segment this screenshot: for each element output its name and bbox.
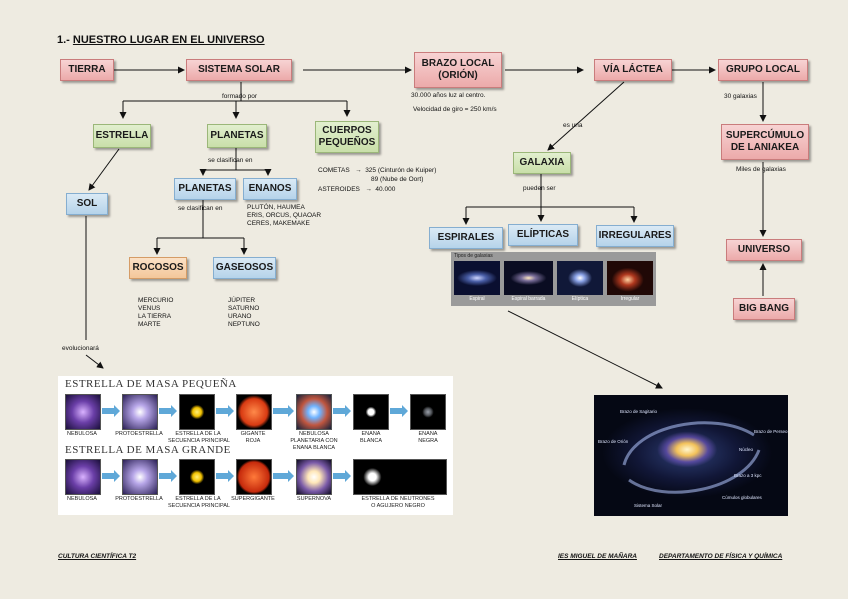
- node-espirales: ESPIRALES: [429, 227, 503, 249]
- large-stage-label-2: ESTRELLA DE LA SECUENCIA PRINCIPAL: [168, 496, 230, 509]
- stage-nebula-image: [65, 394, 101, 430]
- node-elipticas: ELÍPTICAS: [508, 224, 578, 246]
- stage-nebula-large-image: [65, 459, 101, 495]
- title-number: 1.-: [57, 34, 70, 46]
- stage-main-sequence-large-image: [179, 459, 215, 495]
- label-asteroides: ASTEROIDES → 40.000: [318, 186, 396, 193]
- mw-label-2: Brazo de Perseo: [754, 429, 788, 434]
- node-sol: SOL: [66, 193, 108, 215]
- stellar-evolution-panel: ESTRELLA DE MASA PEQUEÑA ESTRELLA DE MAS…: [58, 376, 453, 515]
- node-estrella: ESTRELLA: [93, 124, 151, 148]
- footer-middle: IES MIGUEL DE MAÑARA: [558, 553, 637, 560]
- stage-arrows: [102, 405, 408, 482]
- node-planetas: PLANETAS: [207, 124, 267, 148]
- milky-way-arms: [622, 421, 761, 494]
- mw-label-4: Brazo a 3 kpc: [734, 473, 762, 478]
- small-stage-label-6: ENANA NEGRA: [418, 431, 438, 444]
- galaxy-types-image: Tipos de galaxias Espiral Espiral barrad…: [451, 252, 656, 306]
- label-es-una: es una: [563, 122, 583, 129]
- node-gaseosos: GASEOSOS: [213, 257, 276, 279]
- mw-label-3: Núcleo: [739, 447, 754, 452]
- title-text: NUESTRO LUGAR EN EL UNIVERSO: [72, 34, 265, 46]
- spiral-galaxy-image: [454, 261, 500, 295]
- node-galaxia: GALAXIA: [513, 152, 571, 174]
- label-se-clasifican-1: se clasifican en: [208, 157, 253, 164]
- stage-red-giant-image: [236, 394, 272, 430]
- label-laniakea-info: Miles de galaxias: [736, 166, 786, 173]
- node-big-bang: BIG BANG: [733, 298, 795, 320]
- small-mass-title: ESTRELLA DE MASA PEQUEÑA: [65, 378, 237, 390]
- galaxy-type-label-1: Espiral barrada: [511, 296, 546, 302]
- stage-protostar-image: [122, 394, 158, 430]
- label-rocosos-list: MERCURIO VENUS LA TIERRA MARTE: [138, 297, 174, 328]
- node-irregulares: IRREGULARES: [596, 225, 674, 247]
- mw-label-6: Cúmulos globulares: [722, 495, 762, 500]
- label-gaseosos-list: JÚPITER SATURNO URANO NEPTUNO: [228, 297, 260, 328]
- label-pueden-ser: pueden ser: [523, 185, 556, 192]
- node-sistema-solar: SISTEMA SOLAR: [186, 59, 292, 81]
- irregular-galaxy-image: [607, 261, 653, 295]
- mw-label-5: Sistema Solar: [634, 503, 663, 508]
- mw-label-0: Brazo de Sagitario: [620, 409, 658, 414]
- label-cometas: COMETAS → 325 (Cinturón de Kuiper): [318, 167, 437, 174]
- node-rocosos: ROCOSOS: [129, 257, 187, 279]
- mw-label-1: Brazo de Orión: [598, 439, 629, 444]
- small-stage-label-0: NEBULOSA: [67, 431, 97, 437]
- galaxy-types-header: Tipos de galaxias: [454, 253, 493, 259]
- large-stage-label-5: ESTRELLA DE NEUTRONES O AGUJERO NEGRO: [361, 496, 435, 509]
- elliptical-galaxy-image: [557, 261, 603, 295]
- node-enanos: ENANOS: [243, 178, 297, 200]
- page-title: 1.- NUESTRO LUGAR EN EL UNIVERSO: [57, 34, 265, 46]
- stage-neutron-star-black-hole-image: [353, 459, 447, 495]
- galaxy-type-label-3: Irregular: [620, 296, 640, 302]
- large-stage-label-4: SUPERNOVA: [296, 496, 332, 502]
- stage-supernova-image: [296, 459, 332, 495]
- footer-right: DEPARTAMENTO DE FÍSICA Y QUÍMICA: [659, 553, 783, 560]
- galaxy-type-label-0: Espiral: [469, 296, 485, 302]
- node-cuerpos-pequenos: CUERPOS PEQUEÑOS: [315, 121, 379, 153]
- small-stage-label-2: ESTRELLA DE LA SECUENCIA PRINCIPAL: [168, 431, 230, 444]
- node-grupo-local: GRUPO LOCAL: [718, 59, 808, 81]
- node-brazo-local: BRAZO LOCAL (ORIÓN): [414, 52, 502, 88]
- node-supercumulo: SUPERCÚMULO DE LANIAKEA: [721, 124, 809, 160]
- node-via-lactea: VÍA LÁCTEA: [594, 59, 672, 81]
- large-stage-label-1: PROTOESTRELLA: [115, 496, 163, 502]
- small-stage-label-3: GIGANTE ROJA: [240, 431, 266, 444]
- milky-way-image: Brazo de Sagitario Brazo de Orión Brazo …: [594, 395, 788, 516]
- footer-left: CULTURA CIENTÍFICA T2: [58, 553, 137, 560]
- node-tierra: TIERRA: [60, 59, 114, 81]
- large-stage-label-0: NEBULOSA: [67, 496, 97, 502]
- stage-protostar-large-image: [122, 459, 158, 495]
- stage-planetary-nebula-image: [296, 394, 332, 430]
- small-stage-label-4: NEBULOSA PLANETARIA CON ENANA BLANCA: [290, 431, 338, 451]
- label-grupo-info: 30 galaxias: [724, 93, 757, 100]
- node-planetas-2: PLANETAS: [174, 178, 236, 200]
- barred-spiral-galaxy-image: [504, 261, 553, 295]
- label-brazo-info-1: 30.000 años luz al centro.: [411, 92, 486, 99]
- label-se-clasifican-2: se clasifican en: [178, 205, 223, 212]
- node-universo: UNIVERSO: [726, 239, 802, 261]
- large-stage-label-3: SUPERGIGANTE: [231, 496, 275, 502]
- small-stage-label-5: ENANA BLANCA: [359, 431, 382, 444]
- stage-black-dwarf-image: [410, 394, 446, 430]
- stage-main-sequence-image: [179, 394, 215, 430]
- small-stage-label-1: PROTOESTRELLA: [115, 431, 163, 437]
- large-mass-title: ESTRELLA DE MASA GRANDE: [65, 444, 231, 456]
- label-formado-por: formado por: [222, 93, 258, 100]
- galaxy-type-label-2: Elíptica: [571, 296, 589, 302]
- label-evolucionara: evolucionará: [62, 345, 99, 352]
- label-brazo-info-2: Velocidad de giro = 250 km/s: [413, 106, 497, 113]
- stage-white-dwarf-image: [353, 394, 389, 430]
- label-cometas-2: 89 (Nube de Oort): [371, 176, 424, 183]
- label-enanos-list: PLUTÓN, HAUMEA ERIS, ORCUS, QUAOAR CERES…: [247, 204, 322, 227]
- stage-supergiant-image: [236, 459, 272, 495]
